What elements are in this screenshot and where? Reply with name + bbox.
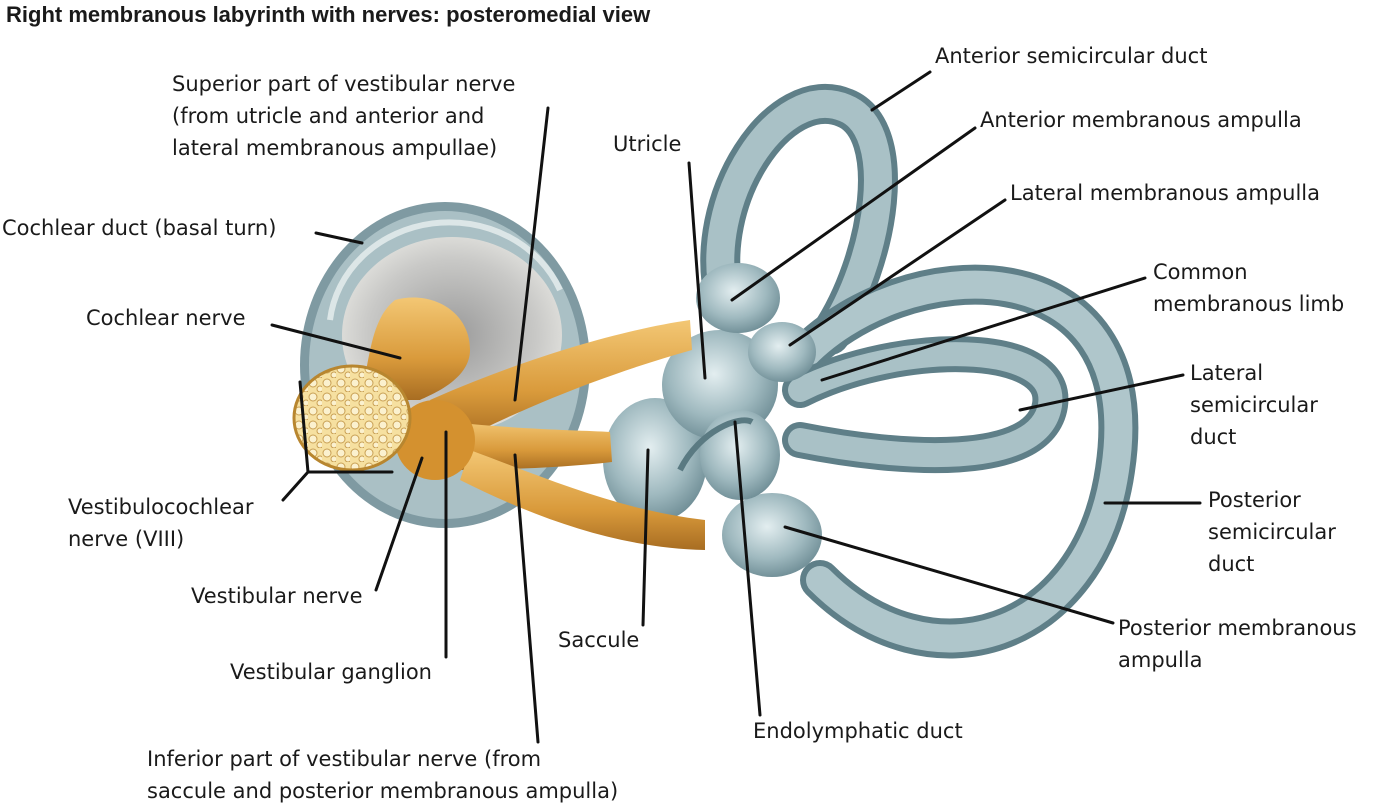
label-line: Lateral membranous ampulla [1010, 181, 1320, 205]
label-vestibulocochlear-nerve: Vestibulocochlear nerve (VIII) [68, 491, 254, 555]
label-line: semicircular [1208, 520, 1336, 544]
label-line: (from utricle and anterior and [172, 104, 485, 128]
label-line: Cochlear nerve [86, 306, 246, 330]
label-lateral-membranous-ampulla: Lateral membranous ampulla [1010, 177, 1320, 209]
label-endolymphatic-duct: Endolymphatic duct [753, 715, 963, 747]
label-inferior-vestibular-nerve: Inferior part of vestibular nerve (from … [147, 743, 618, 807]
label-line: lateral membranous ampullae) [172, 136, 498, 160]
label-line: Cochlear duct (basal turn) [2, 216, 277, 240]
label-line: Anterior membranous ampulla [980, 108, 1302, 132]
label-line: saccule and posterior membranous ampulla… [147, 779, 619, 803]
label-superior-vestibular-nerve: Superior part of vestibular nerve (from … [172, 68, 515, 164]
label-anterior-semicircular-duct: Anterior semicircular duct [935, 40, 1207, 72]
label-line: Common [1153, 260, 1248, 284]
label-line: membranous limb [1153, 292, 1345, 316]
label-line: Endolymphatic duct [753, 719, 963, 743]
label-posterior-semicircular-duct: Posterior semicircular duct [1208, 484, 1336, 580]
figure-title: Right membranous labyrinth with nerves: … [6, 2, 651, 27]
label-vestibular-ganglion: Vestibular ganglion [230, 656, 432, 688]
label-cochlear-nerve: Cochlear nerve [86, 302, 246, 334]
label-line: Saccule [558, 628, 640, 652]
label-line: Posterior membranous [1118, 616, 1357, 640]
label-posterior-membranous-ampulla: Posterior membranous ampulla [1118, 612, 1357, 676]
label-anterior-membranous-ampulla: Anterior membranous ampulla [980, 104, 1302, 136]
label-cochlear-duct: Cochlear duct (basal turn) [2, 212, 276, 244]
label-line: ampulla [1118, 648, 1203, 672]
label-line: duct [1208, 552, 1255, 576]
label-line: semicircular [1190, 393, 1318, 417]
label-line: Vestibulocochlear [68, 495, 254, 519]
label-lateral-semicircular-duct: Lateral semicircular duct [1190, 357, 1318, 453]
label-line: Lateral [1190, 361, 1264, 385]
label-line: Vestibular ganglion [230, 660, 432, 684]
semicircular-ducts-shape [700, 83, 1139, 659]
label-line: Superior part of vestibular nerve [172, 72, 516, 96]
label-utricle: Utricle [613, 128, 681, 160]
label-line: Vestibular nerve [191, 584, 363, 608]
label-line: Anterior semicircular duct [935, 44, 1208, 68]
label-line: Utricle [613, 132, 682, 156]
label-saccule: Saccule [558, 624, 639, 656]
vestibule-shape [603, 263, 822, 577]
leader-lines [270, 70, 1202, 744]
nerves-shape [292, 297, 705, 550]
label-common-membranous-limb: Common membranous limb [1153, 256, 1344, 320]
label-line: nerve (VIII) [68, 527, 185, 551]
label-line: duct [1190, 425, 1237, 449]
label-line: Posterior [1208, 488, 1301, 512]
label-line: Inferior part of vestibular nerve (from [147, 747, 542, 771]
label-vestibular-nerve: Vestibular nerve [191, 580, 363, 612]
